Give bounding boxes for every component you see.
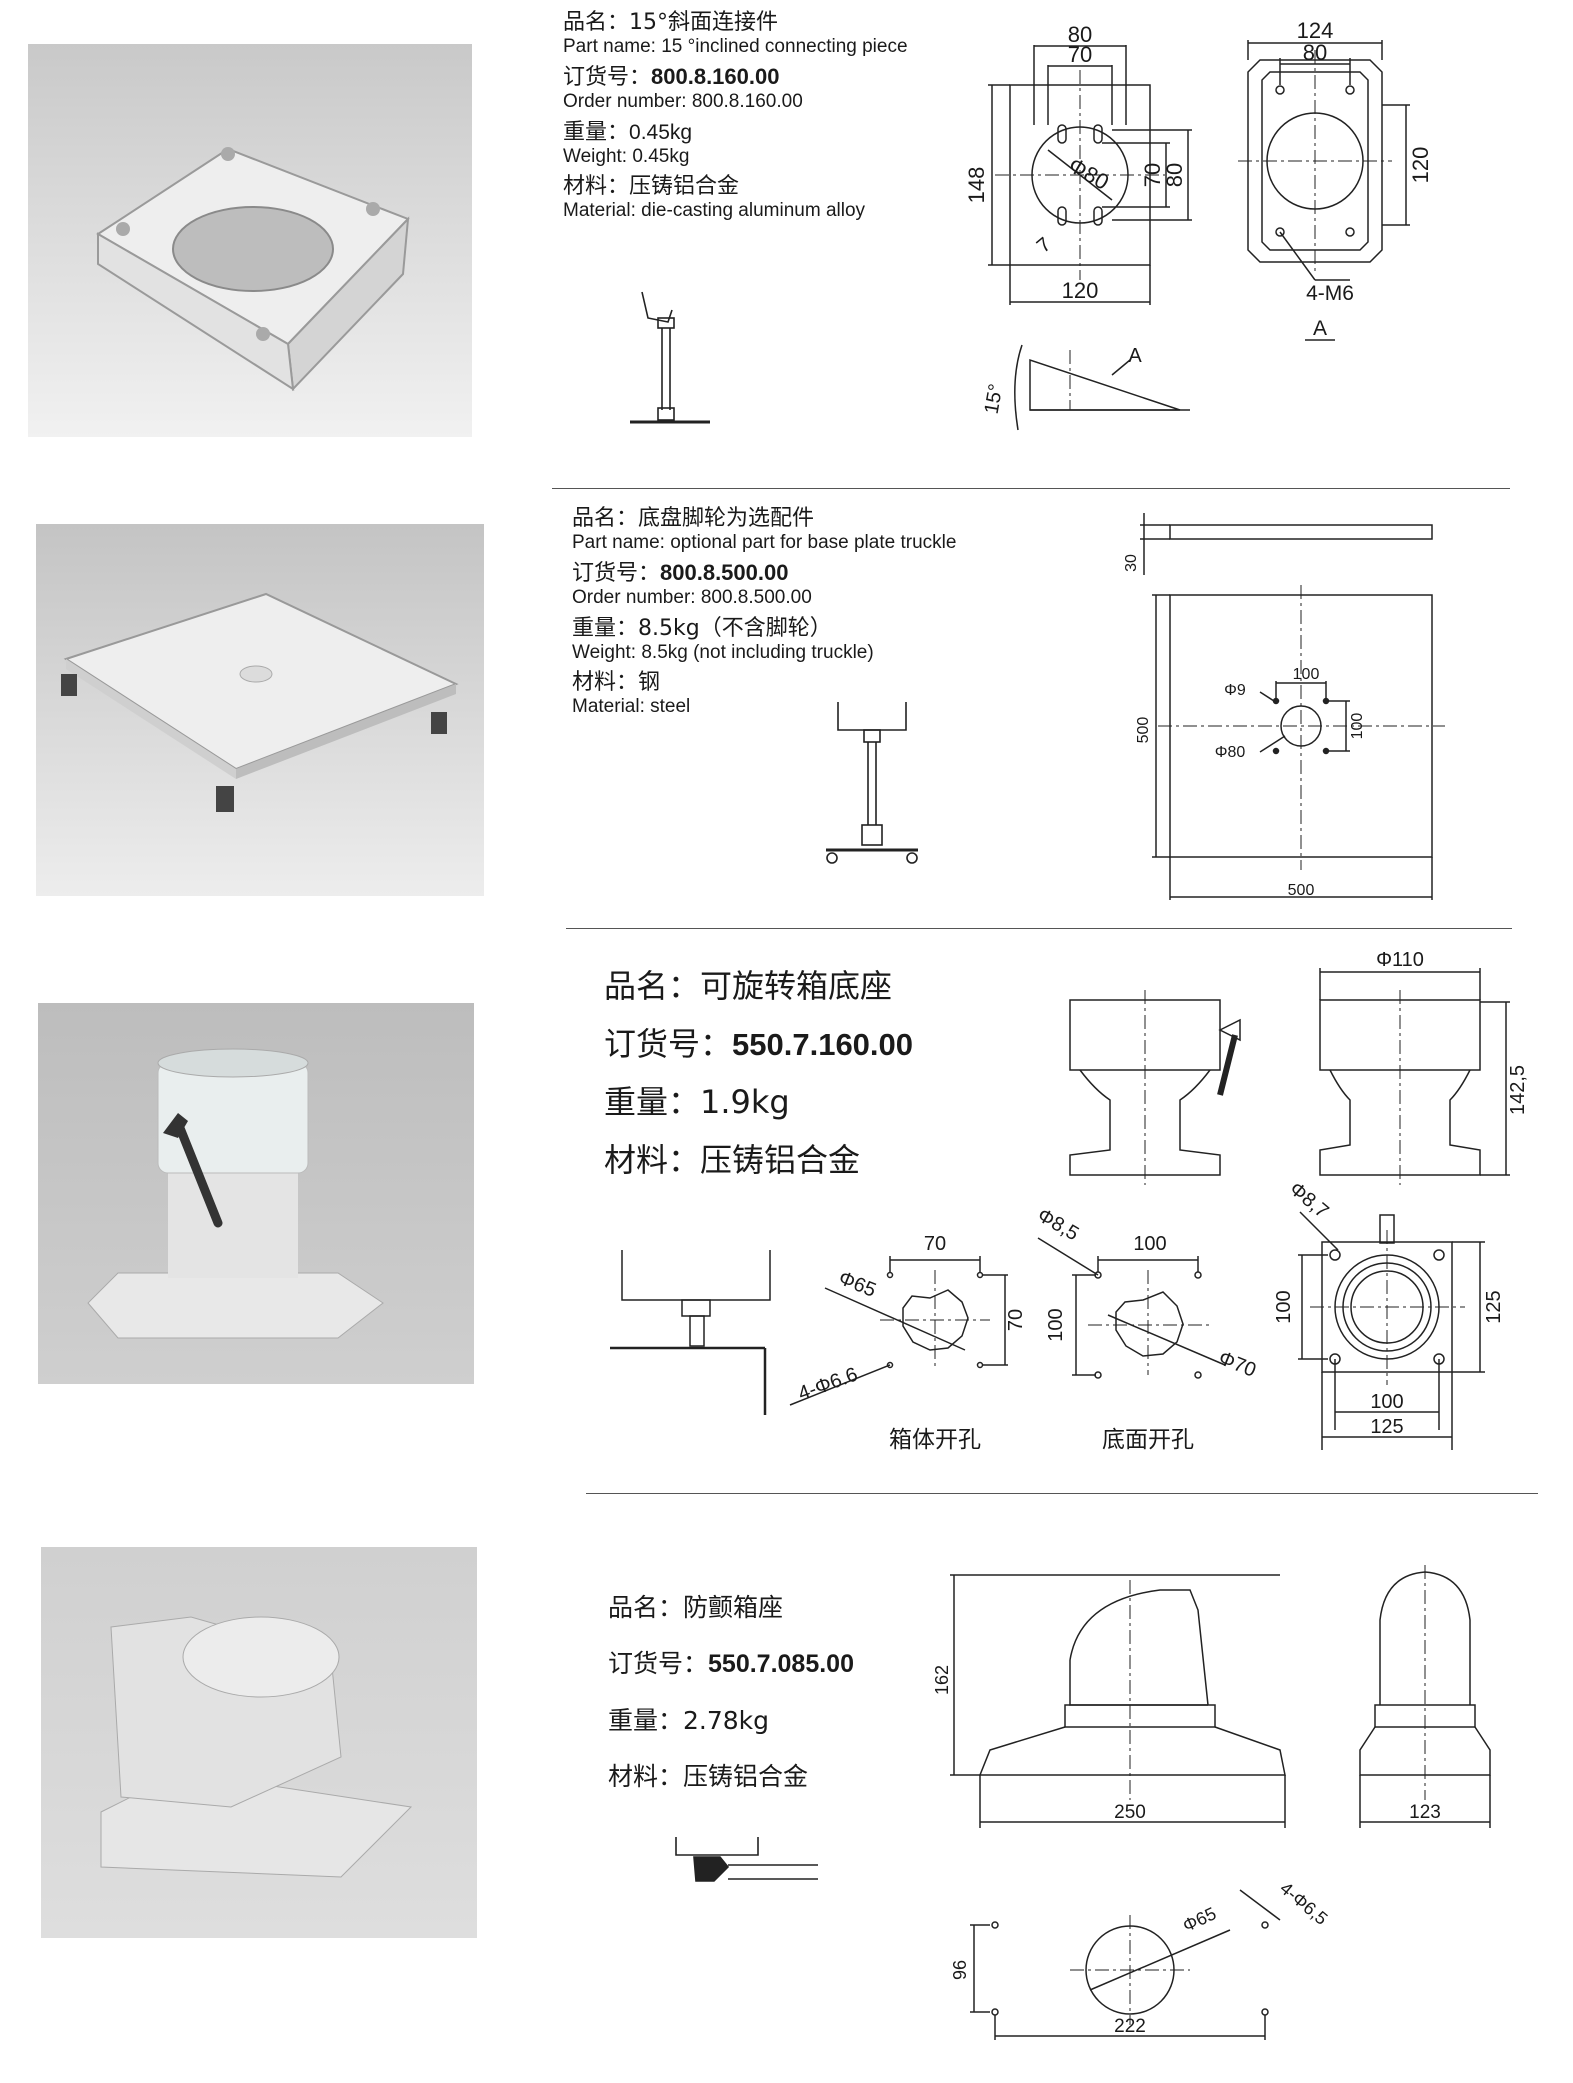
caption-base-holes: 底面开孔 [1102,1426,1194,1452]
order-label-cn: 订货号： [608,1649,709,1678]
dim-100c: 100 [1370,1391,1403,1413]
dim-148: 148 [964,167,989,204]
divider-2 [566,928,1512,929]
dim-30: 30 [1123,554,1140,572]
material-en: Material: die-casting aluminum alloy [563,200,866,222]
weight-label-cn: 重量： [563,119,630,145]
dim-100b: 100 [1273,1290,1295,1323]
dim-70v: 70 [1140,163,1165,187]
product-photo-inclined-piece [28,44,472,437]
weight-value: 8.5kg（不含脚轮） [638,615,832,641]
dim-100v: 100 [1349,713,1366,740]
dim-7: 7 [1033,233,1056,257]
dim-phi9: Φ9 [1224,682,1246,699]
order-number: 550.7.160.00 [732,1027,914,1062]
drawing-inclined-plan: 80 70 124 80 148 70 80 120 120 Φ80 7 4-M… [964,18,1433,431]
dim-80v: 80 [1162,163,1187,187]
dim-100h: 100 [1293,666,1320,683]
part-name-en: Part name: optional part for base plate … [572,531,957,553]
order-label-cn: 订货号： [572,561,661,587]
dim-80b: 80 [1303,40,1327,65]
dim-222: 222 [1114,2016,1146,2037]
drawing-antivibration: 162 250 123 96 222 Φ65 4-Φ6,5 [932,1565,1491,2040]
dim-162: 162 [932,1665,952,1695]
divider-3 [586,1493,1538,1494]
stand-sketch-2 [826,702,918,864]
dim-100: 100 [1133,1233,1166,1255]
mount-sketch-4 [675,1837,818,1882]
dim-phi65: Φ65 [835,1267,879,1302]
dim-120v: 120 [1408,147,1433,184]
weight-cn: 重量：2.78kg [608,1706,770,1735]
dim-phi70: Φ70 [1215,1347,1259,1382]
dim-15deg: 15° [981,382,1008,416]
material-en: Material: steel [572,696,691,718]
stand-sketch-1 [630,291,710,424]
dim-70: 70 [924,1233,946,1255]
dim-100v: 100 [1045,1308,1067,1341]
weight-label-cn: 重量： [572,615,639,641]
dim-124: 124 [1297,18,1334,43]
order-label-cn: 订货号： [563,65,652,91]
spec-block-rotatable-base: 品名：可旋转箱底座 订货号：550.7.160.00 重量：1.9kg 材料：压… [604,970,913,1176]
weight-value: 0.45kg [629,120,693,144]
material-cn: 材料：压铸铝合金 [563,174,740,200]
order-number: 800.8.500.00 [660,560,789,586]
drawing-rotatable-holes: 70 70 Φ65 4-Φ6.6 Φ8,5 100 100 Φ70 Φ8,7 1… [610,1178,1505,1452]
dim-phi65: Φ65 [1180,1903,1220,1936]
dim-70: 70 [1068,42,1092,67]
dim-142-5: 142,5 [1507,1065,1529,1115]
dim-4-phi6-6: 4-Φ6.6 [795,1364,860,1406]
order-number: 550.7.085.00 [708,1650,854,1678]
product-photo-base-plate [36,524,484,896]
dim-250: 250 [1114,1802,1146,1823]
caption-box-holes: 箱体开孔 [889,1426,981,1452]
dim-123: 123 [1409,1802,1441,1823]
product-photo-antivibration-base [41,1547,477,1938]
dim-phi110: Φ110 [1376,949,1424,971]
order-number-en: Order number: 800.8.500.00 [572,587,812,609]
order-label-cn: 订货号： [604,1025,733,1063]
part-name-cn: 品名：可旋转箱底座 [604,967,893,1005]
material-cn: 材料：压铸铝合金 [608,1762,809,1791]
material-cn: 材料：压铸铝合金 [604,1141,861,1179]
label-4-m6: 4-M6 [1306,282,1354,305]
weight-en: Weight: 8.5kg (not including truckle) [572,641,874,663]
order-number: 800.8.160.00 [651,64,780,90]
product-photo-rotatable-base [38,1003,474,1384]
spec-block-antivibration-base: 品名：防颤箱座 订货号：550.7.085.00 重量：2.78kg 材料：压铸… [608,1595,854,1789]
dim-80: 80 [1068,22,1092,47]
divider-1 [552,488,1510,489]
dim-phi80: Φ80 [1064,152,1113,195]
dim-125v: 125 [1483,1290,1505,1323]
part-name-cn: 品名：底盘脚轮为选配件 [572,506,815,531]
dim-4-phi6-5: 4-Φ6,5 [1276,1878,1331,1929]
material-cn: 材料：钢 [572,670,661,696]
part-name-cn: 品名：防颤箱座 [608,1593,784,1622]
weight-cn: 重量：1.9kg [604,1083,790,1121]
drawing-base-plate: 30 500 500 Φ9 Φ80 100 100 [1123,513,1445,900]
dim-125: 125 [1370,1416,1403,1438]
label-a-arrow: A [1128,345,1142,367]
label-a: A [1313,317,1327,340]
dim-120: 120 [1062,278,1099,303]
part-name-cn: 品名：15°斜面连接件 [563,10,778,35]
drawing-rotatable-front: Φ110 142,5 [1069,949,1529,1185]
dim-500v: 500 [1135,717,1152,744]
dim-500h: 500 [1288,882,1315,899]
weight-en: Weight: 0.45kg [563,145,690,167]
order-number-en: Order number: 800.8.160.00 [563,91,803,113]
dim-phi80: Φ80 [1215,744,1246,761]
spec-block-base-plate: 品名：底盘脚轮为选配件 Part name: optional part for… [572,506,956,724]
dim-96: 96 [950,1960,970,1980]
spec-block-inclined-piece: 品名：15°斜面连接件 Part name: 15 °inclined conn… [563,10,908,228]
dim-70v: 70 [1005,1309,1027,1331]
part-name-en: Part name: 15 °inclined connecting piece [563,35,908,57]
